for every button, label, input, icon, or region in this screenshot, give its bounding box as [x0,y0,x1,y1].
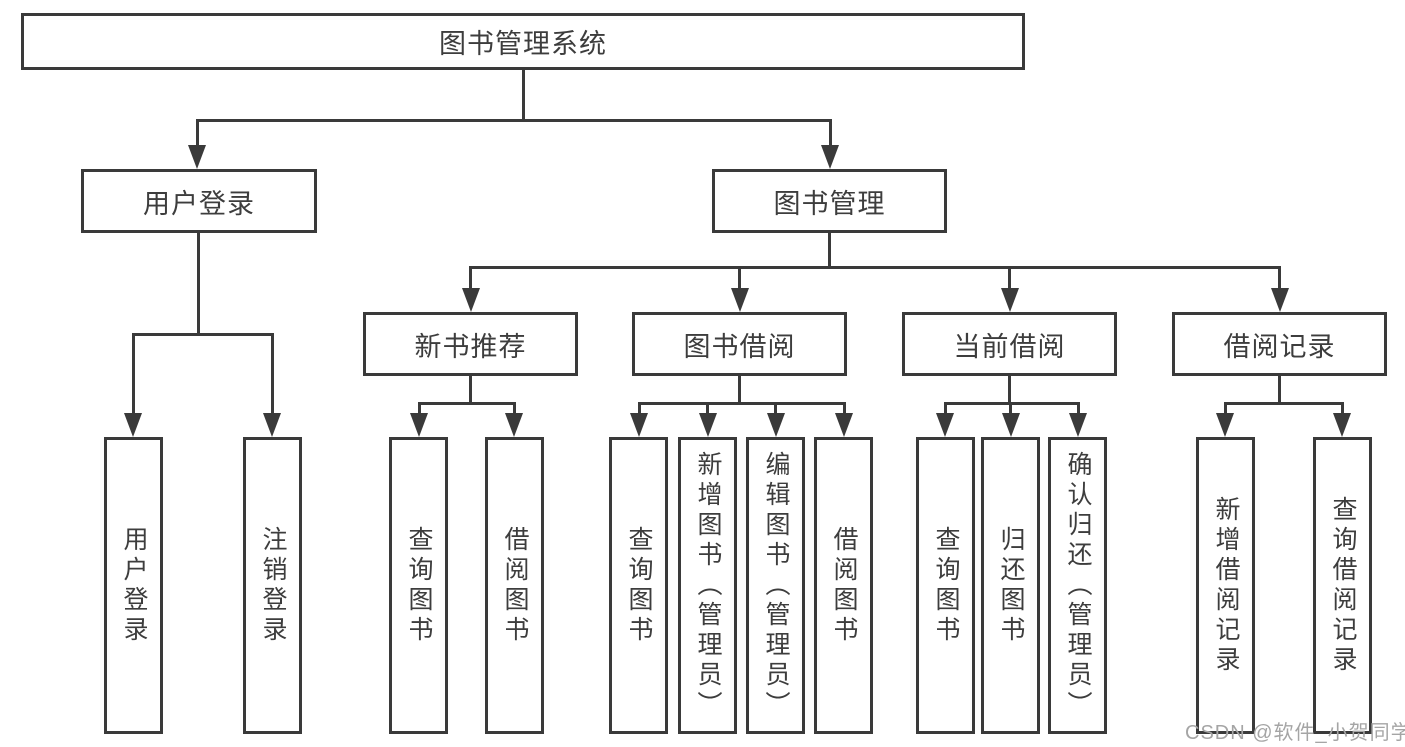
connector-drop [774,402,777,416]
connector-userlogin-hbar [131,333,274,336]
node-book-borrowing-label: 图书借阅 [683,331,796,362]
leaf-logout-label: 注销登录 [259,525,287,646]
arrowhead-leaf [1001,413,1020,437]
leaf-query-books-label: 查询图书 [932,525,960,646]
node-root-label: 图书管理系统 [439,29,607,59]
leaf-return-books-label: 归还图书 [997,525,1025,646]
arrowhead-leaf [630,413,648,437]
leaf-borrow-books: 借阅图书 [814,437,873,734]
leaf-borrow-books-label: 借阅图书 [501,525,529,646]
arrowhead-leaf [766,413,785,437]
arrowhead-leaf [1069,413,1087,437]
leaf-borrow-books: 借阅图书 [485,437,544,734]
connector-drop [637,402,641,416]
leaf-add-borrow-record: 新增借阅记录 [1196,437,1255,734]
leaf-add-borrow-record-label: 新增借阅记录 [1212,495,1240,676]
connector-drop-new-book [469,266,472,292]
node-borrowing-records-label: 借阅记录 [1223,331,1336,362]
node-borrowing-records: 借阅记录 [1172,312,1387,376]
node-user-login-label: 用户登录 [143,188,255,219]
connector-drop-login-leaf [131,333,135,415]
node-current-borrowing-label: 当前借阅 [953,331,1066,362]
connector-userlogin-stem [196,233,200,335]
leaf-query-books: 查询图书 [609,437,668,734]
node-root: 图书管理系统 [21,13,1025,70]
leaf-query-borrow-record-label: 查询借阅记录 [1329,495,1357,676]
leaf-user-login: 用户登录 [104,437,163,734]
node-book-borrowing: 图书借阅 [632,312,847,376]
connector-root-stem [521,70,525,121]
connector-drop [1340,402,1344,416]
leaf-edit-books-admin: 编辑图书（管理员） [746,437,805,734]
node-book-management-label: 图书管理 [773,188,886,219]
arrowhead-leaf [505,413,523,437]
connector-newbook-stem [469,376,472,404]
node-new-book-recommend: 新书推荐 [363,312,578,376]
connector-bookborrow-stem [738,376,741,404]
leaf-query-borrow-record: 查询借阅记录 [1313,437,1372,734]
arrowhead-leaf [1333,413,1351,437]
arrowhead-leaf [835,413,853,437]
connector-borrowrecords-stem [1278,376,1281,404]
arrowhead-leaf [936,413,954,437]
arrowhead-leaf [698,413,717,437]
connector-newbook-hbar [417,402,516,405]
leaf-return-books: 归还图书 [981,437,1040,734]
connector-bookborrow-hbar [637,402,846,405]
connector-drop [842,402,846,416]
leaf-logout: 注销登录 [243,437,302,734]
node-current-borrowing: 当前借阅 [902,312,1117,376]
leaf-user-login-label: 用户登录 [120,525,148,646]
connector-bookmgmt-hbar [469,266,1281,269]
arrowhead-borrow-records [1270,288,1289,312]
leaf-edit-books-admin-label: 编辑图书（管理员） [762,450,790,721]
connector-drop-current-borrow [1008,266,1011,292]
leaf-borrow-books-label: 借阅图书 [830,525,858,646]
leaf-add-books-admin: 新增图书（管理员） [678,437,737,734]
leaf-confirm-return-admin: 确认归还（管理员） [1048,437,1107,734]
leaf-query-books: 查询图书 [916,437,975,734]
connector-drop [512,402,516,416]
connector-drop [417,402,421,416]
connector-root-hbar [195,119,832,122]
connector-borrowrecords-hbar [1223,402,1344,405]
connector-drop [706,402,709,416]
connector-bookmgmt-stem [828,233,831,268]
arrowhead-new-book [461,288,480,312]
arrowhead-login-leaf [124,413,142,437]
connector-drop [1076,402,1080,416]
connector-drop-book-borrow [738,266,741,292]
arrowhead-leaf [410,413,428,437]
connector-drop-user-login [195,119,199,148]
leaf-query-books-label: 查询图书 [405,525,433,646]
connector-drop-logout-leaf [270,333,274,415]
connector-drop [943,402,947,416]
arrowhead-book-borrow [730,288,749,312]
arrowhead-book-mgmt [821,145,839,169]
arrowhead-logout-leaf [263,413,281,437]
connector-drop [1009,402,1012,416]
connector-drop [1223,402,1227,416]
csdn-watermark: CSDN @软件_小贺同学 [1185,722,1405,744]
leaf-confirm-return-admin-label: 确认归还（管理员） [1064,450,1092,721]
connector-currentborrow-stem [1008,376,1011,404]
leaf-query-books-label: 查询图书 [625,525,653,646]
leaf-add-books-admin-label: 新增图书（管理员） [694,450,722,721]
node-new-book-recommend-label: 新书推荐 [414,331,527,362]
arrowhead-user-login [188,145,206,169]
arrowhead-current-borrow [1000,288,1019,312]
arrowhead-leaf [1216,413,1234,437]
node-book-management: 图书管理 [712,169,947,233]
connector-drop-book-mgmt [828,119,832,148]
connector-drop-borrow-records [1278,266,1281,292]
node-user-login: 用户登录 [81,169,317,233]
leaf-query-books: 查询图书 [389,437,448,734]
